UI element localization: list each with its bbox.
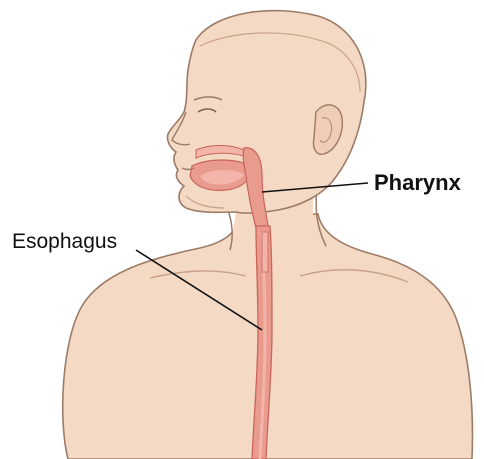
pharynx-label: Pharynx: [374, 170, 462, 195]
esophagus-label: Esophagus: [12, 230, 117, 253]
trachea-segment: [262, 232, 268, 272]
